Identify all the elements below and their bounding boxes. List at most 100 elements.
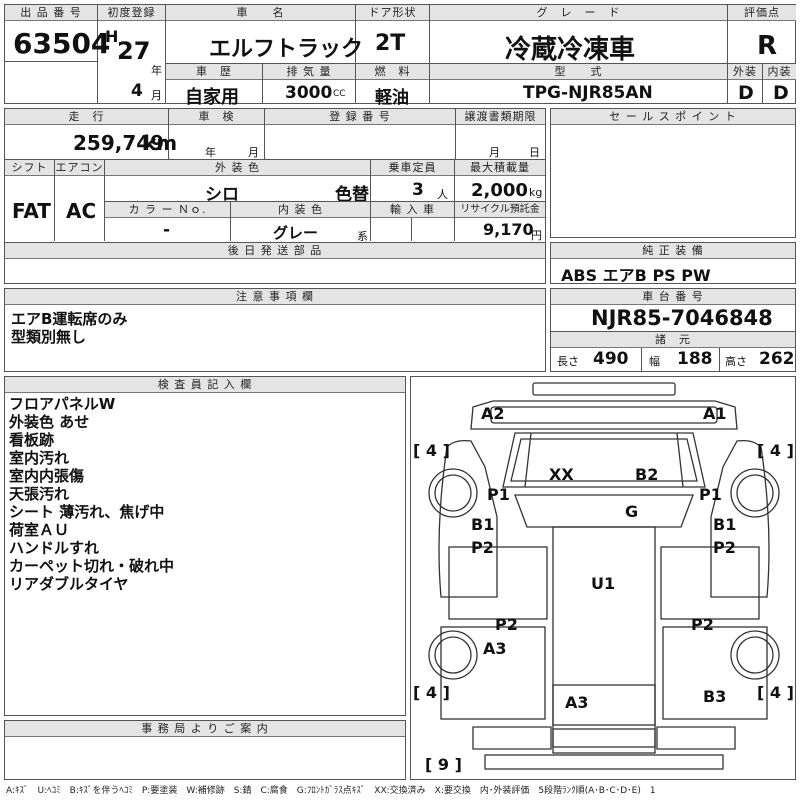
mark-p2-center-right: P2 — [691, 615, 714, 634]
seats-unit: 人 — [437, 188, 448, 201]
load-unit: kg — [529, 186, 543, 199]
year-unit: 年 — [151, 64, 162, 77]
history-label: 車 歴 — [166, 64, 262, 80]
import-label: 輸 入 車 — [371, 202, 454, 218]
notes-list: エアB運転席のみ 型類別無し — [11, 310, 127, 346]
transfer-label: 譲渡書類期限 — [456, 109, 545, 125]
first-reg-label: 初度登録 — [98, 5, 165, 21]
grade: 冷蔵冷凍車 — [505, 35, 636, 65]
length: 490 — [593, 349, 629, 369]
mark-p2-right: P2 — [713, 538, 736, 557]
model-code: TPG-NJR85AN — [523, 83, 653, 103]
interior-color-unit: 系 — [357, 230, 368, 243]
width-label: 幅 — [649, 355, 660, 368]
chassis-number: NJR85-7046848 — [591, 306, 773, 330]
interior-color: グレー — [273, 224, 319, 242]
exterior-grade: D — [738, 82, 754, 104]
displacement-label: 排 気 量 — [263, 64, 355, 80]
car-name: エルフトラック — [209, 37, 364, 62]
mileage: 259,749 — [73, 131, 165, 155]
score: R — [757, 31, 778, 61]
spare-tire: [ 9 ] — [425, 755, 462, 774]
details-block: 走 行 車 検 登 録 番 号 譲渡書類期限 259,749 km 年 月 月 … — [4, 108, 546, 284]
tire-front-right: [ 4 ] — [757, 441, 794, 460]
recycle-unit: 円 — [531, 229, 542, 242]
inspector-block: 検 査 員 記 入 欄 フロアパネルW 外装色 あせ 看板跡 室内汚れ 室内内張… — [4, 376, 406, 716]
reg-year: 27 — [117, 37, 151, 65]
door-type: 2T — [375, 31, 406, 56]
inspector-line: リアダブルタイヤ — [9, 575, 129, 593]
exterior-color: シロ — [205, 185, 239, 205]
mileage-label: 走 行 — [5, 109, 168, 125]
note-line: 型類別無し — [11, 328, 87, 346]
inspector-line: カーペット切れ・破れ中 — [9, 557, 175, 575]
inspection-label: 車 検 — [169, 109, 264, 125]
transfer-month-unit: 月 — [489, 146, 500, 159]
lot-number: 63504 — [13, 27, 111, 60]
mark-a3-left: A3 — [483, 639, 507, 658]
reg-month: 4 — [131, 81, 143, 101]
office-block: 事 務 局 よ り ご 案 内 — [4, 720, 406, 780]
inspection-month-unit: 月 — [248, 146, 259, 159]
notes-label: 注 意 事 項 欄 — [5, 289, 545, 305]
equipment: ABS エアB PS PW — [561, 266, 711, 285]
seats: 3 — [412, 180, 424, 200]
mark-a2: A2 — [481, 404, 505, 423]
car-name-label: 車 名 — [166, 5, 355, 21]
recycle-fee: 9,170 — [483, 220, 534, 239]
inspector-line: 外装色 あせ — [9, 413, 90, 431]
recycle-label: リサイクル預託金 — [455, 202, 545, 218]
mileage-unit: km — [143, 131, 178, 155]
aircon-label: エアコン — [55, 160, 104, 176]
damage-diagram: [ 4 ] [ 4 ] [ 4 ] [ 4 ] [ 9 ] A2 A1 XX B… — [410, 376, 796, 780]
legend: A:ｷｽﾞ U:ﾍｺﾐ B:ｷｽﾞを伴うﾍｺﾐ P:要塗装 W:補修跡 S:錆 … — [6, 786, 656, 796]
mark-p1-right: P1 — [699, 485, 722, 504]
sales-point-label: セ ー ル ス ポ イ ン ト — [551, 109, 795, 125]
mark-b3: B3 — [703, 687, 727, 706]
fuel: 軽油 — [375, 88, 409, 108]
length-label: 長さ — [557, 355, 579, 368]
color-no-label: カ ラ ー Ｎｏ. — [105, 202, 230, 218]
door-label: ドア形状 — [356, 5, 429, 21]
exterior-label: 外装 — [728, 64, 762, 80]
displacement: 3000 — [285, 83, 333, 103]
int-color-label: 内 装 色 — [231, 202, 370, 218]
inspection-year-unit: 年 — [205, 146, 216, 159]
height-label: 高さ — [725, 355, 747, 368]
inspector-list: フロアパネルW 外装色 あせ 看板跡 室内汚れ 室内内張傷 天張汚れ シート 薄… — [9, 395, 174, 593]
notes-block: 注 意 事 項 欄 エアB運転席のみ 型類別無し — [4, 288, 546, 372]
score-label: 評価点 — [728, 5, 796, 21]
inspector-line: シート 薄汚れ、焦げ中 — [9, 503, 165, 521]
inspector-line: 看板跡 — [9, 431, 55, 449]
inspector-line: 天張汚れ — [9, 485, 70, 503]
displacement-unit: CC — [333, 89, 346, 99]
equipment-label: 純 正 装 備 — [551, 243, 795, 259]
inspector-line: 荷室ＡＵ — [9, 521, 70, 539]
inspector-line: ハンドルすれ — [9, 539, 100, 557]
mark-p2-left: P2 — [471, 538, 494, 557]
grade-label: グ レ ー ド — [430, 5, 727, 21]
equipment-block: 純 正 装 備 ABS エアB PS PW — [550, 242, 796, 285]
model-label: 型 式 — [430, 64, 727, 80]
chassis-block: 車 台 番 号 NJR85-7046848 諸 元 長さ 490 幅 188 高… — [550, 288, 796, 372]
note-line: エアB運転席のみ — [11, 310, 128, 328]
aircon: AC — [66, 199, 97, 223]
spec-label: 諸 元 — [551, 332, 795, 348]
interior-grade: D — [773, 82, 789, 104]
interior-label: 内装 — [763, 64, 796, 80]
inspector-line: フロアパネルW — [9, 395, 116, 413]
inspector-label: 検 査 員 記 入 欄 — [5, 377, 405, 393]
inspector-line: 室内汚れ — [9, 449, 70, 467]
transfer-day-unit: 日 — [529, 146, 540, 159]
inspector-line: 室内内張傷 — [9, 467, 85, 485]
mark-xx: XX — [549, 465, 574, 484]
mark-b2: B2 — [635, 465, 659, 484]
mark-u1: U1 — [591, 574, 616, 593]
truck-outline — [428, 382, 780, 770]
load-label: 最大積載量 — [455, 160, 545, 176]
mark-p1-left: P1 — [487, 485, 510, 504]
mark-g: G — [625, 502, 639, 521]
mark-a3-bottom: A3 — [565, 693, 589, 712]
mark-a1: A1 — [703, 404, 727, 423]
sales-point-block: セ ー ル ス ポ イ ン ト — [550, 108, 796, 238]
